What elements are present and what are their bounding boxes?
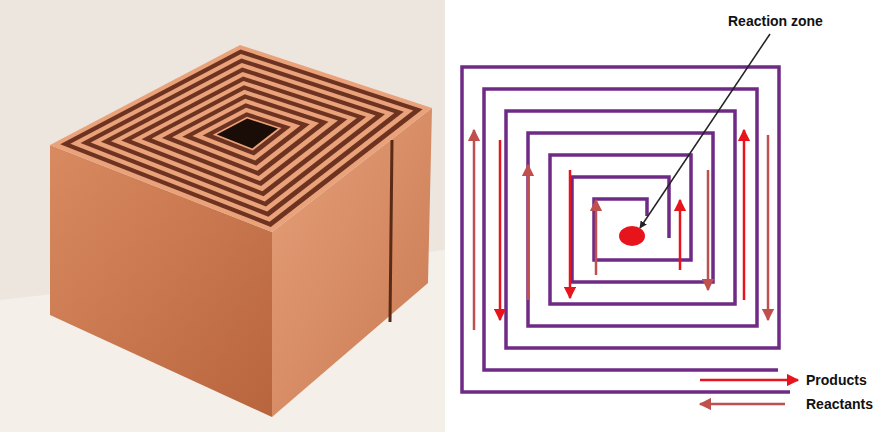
flow-label: Products [806, 373, 867, 388]
reaction-zone [619, 226, 645, 246]
flow-arrow [679, 200, 682, 270]
slot [390, 140, 392, 322]
flow-arrow [473, 130, 476, 330]
spiral-wall [203, 112, 291, 155]
spiral-wall [81, 58, 404, 216]
spiral-wall [70, 54, 413, 222]
spiral-wall [121, 76, 366, 196]
flow-arrow [707, 170, 710, 290]
spiral-wall [484, 89, 778, 370]
spiral-wall [111, 72, 376, 201]
flow-arrow [569, 170, 572, 298]
spiral-wall [192, 108, 300, 161]
spiral-wall [213, 117, 282, 151]
flow-arrow [743, 130, 746, 300]
spiral-wall [182, 103, 309, 165]
callout-label: Reaction zone [728, 14, 823, 29]
flow-arrow [595, 200, 598, 275]
spiral-wall [91, 63, 395, 212]
flow-arrow [767, 135, 770, 320]
leader-line [640, 34, 770, 228]
spiral-wall [172, 99, 319, 171]
spiral-wall [60, 49, 422, 226]
flow-label: Reactants [806, 397, 873, 412]
photo-combustor [0, 0, 445, 432]
spiral-wall [152, 90, 338, 181]
spiral-wall [162, 94, 329, 176]
center-hole [217, 119, 278, 149]
spiral-wall [50, 45, 432, 232]
flow-arrow [700, 403, 785, 406]
flow-arrow [527, 165, 530, 300]
spiral-schematic [462, 34, 798, 404]
spiral-wall [101, 67, 385, 206]
flow-arrow [700, 379, 798, 382]
flow-arrow [499, 140, 502, 320]
spiral-wall [462, 67, 790, 392]
spiral-wall [131, 81, 356, 191]
spiral-wall [142, 85, 348, 186]
